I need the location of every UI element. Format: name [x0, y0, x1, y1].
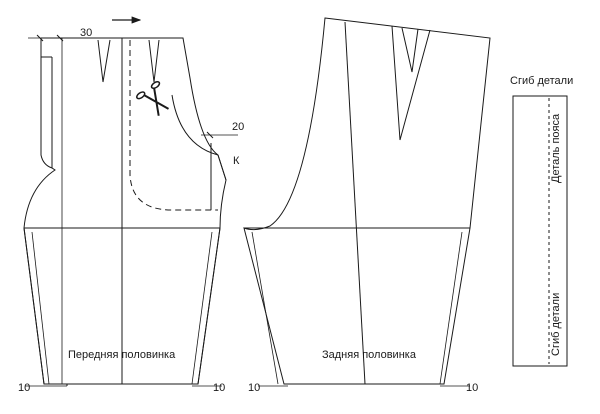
point-k-label: К	[233, 155, 240, 167]
back-piece-label: Задняя половинка	[322, 349, 417, 361]
waistband-fold-top-label: Сгиб детали	[510, 75, 573, 87]
front-leg-left-inner	[31, 231, 50, 385]
front-piece-label: Передняя половинка	[68, 349, 176, 361]
front-hem-left-label: 10	[18, 382, 30, 394]
front-leg-right-inner	[191, 231, 213, 385]
front-hem-right-label: 10	[213, 382, 225, 394]
front-pocket-outline	[129, 40, 218, 211]
front-side-seam	[217, 154, 227, 181]
dim-20-label: 20	[232, 121, 244, 133]
waistband-rect	[512, 95, 568, 367]
scissors-icon	[136, 80, 170, 116]
back-dart-inner	[401, 27, 419, 73]
dim-30-ticks	[36, 34, 64, 42]
front-leg-right	[197, 227, 221, 385]
waistband-fold-bottom-label: Сгиб детали	[550, 293, 562, 356]
back-leg-left-inner	[251, 231, 279, 385]
dim-30-label: 30	[80, 27, 92, 39]
back-outline	[243, 17, 491, 385]
back-crease-line	[344, 21, 366, 385]
front-outline	[23, 37, 227, 386]
front-leg-left	[23, 227, 45, 385]
back-trouser-piece: 10 10 Задняя половинка	[243, 17, 491, 394]
waistband-part-label: Деталь пояса	[550, 113, 562, 183]
front-dart-1	[97, 39, 111, 83]
dim-20-tick	[206, 131, 214, 139]
back-dart	[391, 25, 431, 141]
back-leg-right-inner	[439, 231, 463, 385]
back-hem-right-label: 10	[466, 382, 478, 394]
front-fly	[41, 56, 53, 168]
waistband-piece: Сгиб детали Деталь пояса Сгиб детали	[510, 75, 573, 367]
front-trouser-piece: 30 20 К 10 10 Передняя половинка	[18, 16, 244, 394]
front-dart-2	[148, 39, 160, 83]
back-hem-left-label: 10	[248, 382, 260, 394]
